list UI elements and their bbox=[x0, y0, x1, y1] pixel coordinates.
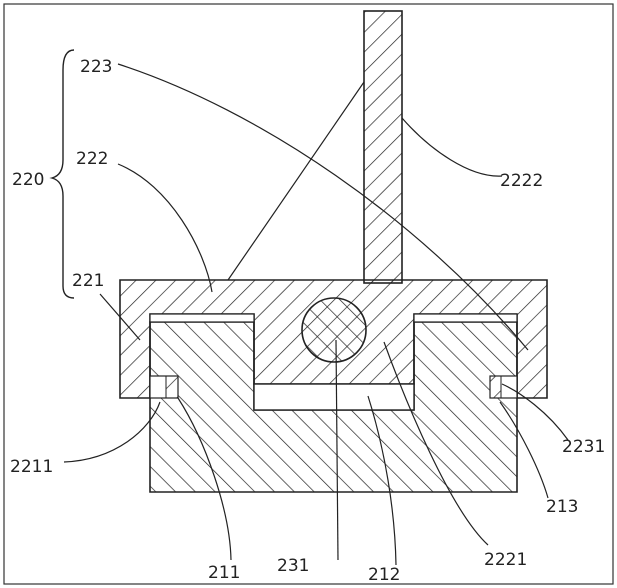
label-213: 213 bbox=[546, 497, 578, 517]
label-2222: 2222 bbox=[500, 171, 543, 191]
gap-strip-left bbox=[149, 313, 255, 323]
label-231: 231 bbox=[277, 556, 309, 576]
label-222: 222 bbox=[76, 149, 108, 169]
leader-lines bbox=[63, 63, 569, 566]
gap-strip-right bbox=[413, 313, 518, 323]
label-223: 223 bbox=[80, 57, 112, 77]
label-220: 220 bbox=[12, 170, 44, 190]
bracket-220 bbox=[49, 49, 75, 299]
label-2211: 2211 bbox=[10, 457, 53, 477]
label-221: 221 bbox=[72, 271, 104, 291]
label-2221: 2221 bbox=[484, 550, 527, 570]
drawing-frame bbox=[3, 3, 614, 585]
label-212: 212 bbox=[368, 565, 400, 585]
ball-231 bbox=[301, 297, 367, 363]
label-2231: 2231 bbox=[562, 437, 605, 457]
notch-left-inner bbox=[165, 375, 179, 399]
cavity-212 bbox=[253, 383, 415, 411]
label-211: 211 bbox=[208, 563, 240, 583]
vertical-post-2222 bbox=[363, 10, 403, 284]
notch-right-inner bbox=[489, 375, 502, 399]
